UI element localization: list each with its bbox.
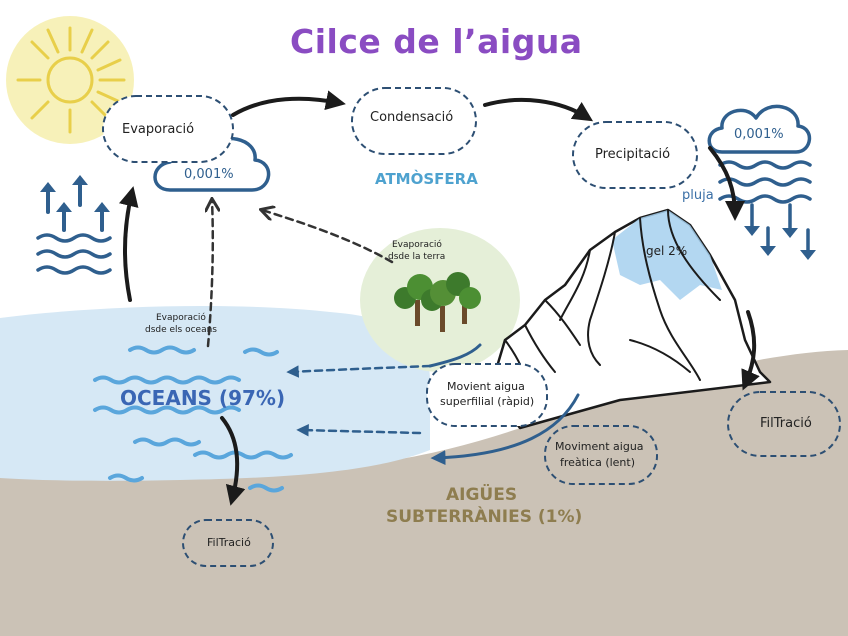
waves-icon [36, 233, 112, 275]
label-mov-freatic-1: Moviment aigua [555, 440, 644, 453]
label-oceans: OCEANS (97%) [120, 386, 286, 410]
label-filtracio-right: FilTració [760, 416, 812, 431]
arrow-ocean-up-evaporation [118, 186, 139, 302]
trees-icon [394, 272, 481, 332]
node-condensacio-outline [351, 87, 477, 155]
label-gel: gel 2% [646, 244, 688, 258]
label-aigues-1: AIGÜES [446, 485, 518, 505]
mountain-icon [488, 208, 772, 430]
label-evap-terra-2: dsde la terra [388, 252, 446, 262]
arrow-groundwater-flow [430, 393, 580, 466]
sun-icon [6, 16, 134, 144]
node-filtracio-left-outline [182, 519, 274, 567]
arrow-groundwater-to-ocean [296, 423, 422, 437]
label-atmosfera: ATMÒSFERA [375, 170, 478, 188]
label-condensacio: Condensació [370, 110, 454, 125]
node-precipitacio-outline [572, 121, 698, 189]
arrow-mountain-to-filtration [741, 310, 760, 391]
label-evap-oceans-2: dsde els oceans [145, 325, 217, 335]
label-evap-oceans-1: Evaporació [156, 313, 206, 323]
label-mov-freatic-2: freàtica (lent) [560, 456, 636, 469]
arrow-surface-to-ocean [286, 364, 432, 378]
arrow-condensation-to-precipitation [483, 97, 594, 122]
cloud-icon [707, 104, 812, 154]
arrow-ocean-evaporation [208, 200, 213, 348]
label-evaporacio: Evaporació [122, 122, 195, 137]
label-aigues-2: SUBTERRÀNIES (1%) [386, 507, 583, 527]
node-filtracio-right-outline [727, 391, 841, 457]
arrow-precipitation-to-rain [708, 146, 745, 221]
arrow-land-evaporation [262, 210, 394, 264]
evaporation-arrows-icon [46, 180, 104, 232]
label-cloud-left-pct: 0,001% [184, 167, 234, 182]
ground [0, 350, 848, 636]
rain-arrows-icon [718, 160, 816, 260]
page-title: Cilce de l’aigua [290, 22, 583, 61]
arrow-mountain-surface-flow [428, 343, 482, 368]
label-evap-terra-1: Evaporació [392, 240, 442, 250]
node-evaporacio-outline [102, 95, 234, 163]
label-mov-superficial-1: Movient aigua [447, 380, 525, 393]
ocean [0, 306, 430, 481]
label-precipitacio: Precipitació [595, 147, 671, 162]
node-mov-superficial-outline [426, 363, 548, 427]
arrow-ocean-to-filtration [220, 416, 246, 506]
label-pluja: pluja [682, 188, 714, 203]
arrow-evaporation-to-condensation [231, 90, 346, 117]
label-filtracio-left: FilTració [207, 536, 251, 549]
label-cloud-right-pct: 0,001% [734, 127, 784, 142]
node-mov-freatic-outline [544, 425, 658, 485]
label-mov-superficial-2: superfilial (ràpid) [440, 395, 535, 408]
ocean-waves [93, 345, 293, 493]
